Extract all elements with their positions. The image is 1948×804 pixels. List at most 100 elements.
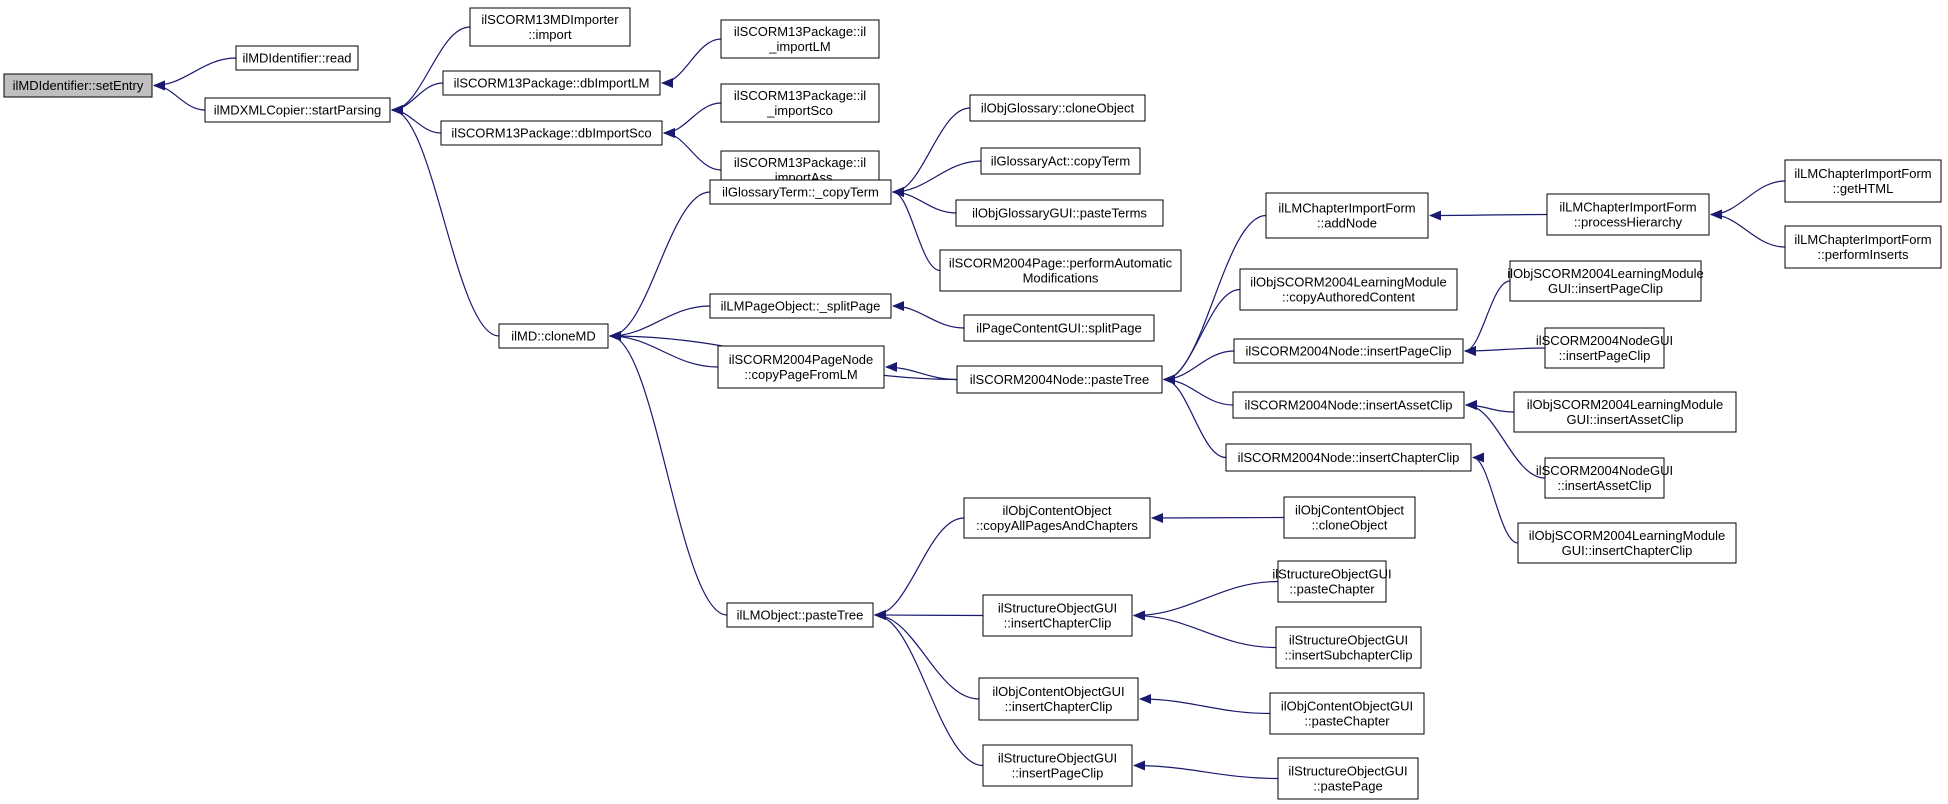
graph-node[interactable]: ilStructureObjectGUI::insertSubchapterCl… (1275, 626, 1422, 669)
graph-node[interactable]: ilSCORM2004Page::performAutomaticModific… (939, 249, 1182, 292)
edge-n19-to-n12 (885, 362, 958, 381)
edge-n32-to-n22 (1139, 694, 1271, 715)
graph-node[interactable]: ilMD::cloneMD (498, 323, 609, 349)
graph-node[interactable]: ilObjContentObjectGUI::insertChapterClip (978, 677, 1139, 721)
graph-node[interactable]: ilLMChapterImportForm::getHTML (1784, 159, 1942, 203)
graph-node[interactable]: ilLMChapterImportForm::addNode (1265, 192, 1429, 239)
graph-node[interactable]: ilMDIdentifier::setEntry (3, 73, 153, 98)
node-label: ilObjContentObjectGUI (1281, 699, 1413, 714)
graph-node[interactable]: ilLMObject::pasteTree (726, 602, 874, 628)
node-box (1269, 692, 1425, 735)
edge-n39-to-n28 (1472, 452, 1519, 544)
graph-node[interactable]: ilLMPageObject::_splitPage (709, 293, 892, 319)
node-label: ilPageContentGUI::splitPage (976, 321, 1141, 336)
node-box (1277, 560, 1387, 603)
graph-node[interactable]: ilSCORM2004Node::insertPageClip (1233, 338, 1464, 364)
edge-n20-to-n13 (874, 517, 965, 620)
graph-node[interactable]: ilStructureObjectGUI::insertPageClip (982, 744, 1133, 787)
edge-n11-to-n9 (609, 305, 711, 341)
graph-node[interactable]: ilGlossaryAct::copyTerm (980, 147, 1141, 175)
node-box (204, 97, 391, 123)
node-box (1784, 159, 1942, 203)
node-label: ilMDIdentifier::setEntry (13, 78, 144, 93)
graph-node[interactable]: ilObjGlossary::cloneObject (969, 94, 1146, 122)
graph-node[interactable]: ilSCORM13Package::dbImportSco (440, 120, 663, 146)
graph-node[interactable]: ilObjSCORM2004LearningModuleGUI::insertA… (1513, 391, 1737, 433)
node-label: ::insertSubchapterClip (1285, 648, 1413, 663)
graph-node[interactable]: ilSCORM2004NodeGUI::insertPageClip (1536, 327, 1673, 369)
node-box (726, 602, 874, 628)
node-label: ilLMChapterImportForm (1559, 200, 1696, 215)
node-label: ilGlossaryTerm::_copyTerm (722, 185, 879, 200)
graph-node[interactable]: ilSCORM2004PageNode::copyPageFromLM (717, 345, 885, 389)
graph-node[interactable]: ilObjContentObjectGUI::pasteChapter (1269, 692, 1425, 735)
graph-node[interactable]: ilStructureObjectGUI::pastePage (1277, 757, 1419, 800)
edge-n13-to-n9 (609, 331, 728, 616)
node-label: ilObjContentObjectGUI (992, 684, 1124, 699)
graph-node[interactable]: ilSCORM13MDImporter::import (469, 7, 631, 47)
node-label: ilLMChapterImportForm (1278, 201, 1415, 216)
node-label: ::insertChapterClip (1005, 699, 1113, 714)
graph-node[interactable]: ilSCORM2004NodeGUI::insertAssetClip (1536, 457, 1673, 499)
graph-node[interactable]: ilPageContentGUI::splitPage (963, 314, 1155, 342)
node-label: ::pasteChapter (1289, 582, 1375, 597)
graph-node[interactable]: ilMDIdentifier::read (235, 45, 359, 71)
edge-n34-to-n24 (1429, 210, 1548, 221)
edge-n4-to-n2 (391, 82, 444, 115)
graph-node[interactable]: ilObjGlossaryGUI::pasteTerms (955, 199, 1164, 227)
node-label: ilSCORM13Package::dbImportSco (451, 126, 651, 141)
root-node-box (3, 73, 153, 98)
graph-node[interactable]: ilObjContentObject::copyAllPagesAndChapt… (963, 497, 1151, 539)
node-label: ilLMPageObject::_splitPage (721, 299, 881, 314)
graph-node[interactable]: ilStructureObjectGUI::insertChapterClip (982, 594, 1133, 637)
node-label: Modifications (1023, 271, 1099, 286)
graph-node[interactable]: ilSCORM2004Node::insertChapterClip (1225, 443, 1472, 472)
graph-node[interactable]: ilStructureObjectGUI::pasteChapter (1272, 560, 1392, 603)
edge-n33-to-n23 (1133, 760, 1279, 780)
edge-n15-to-n10 (892, 160, 982, 197)
edge-n6-to-n4 (661, 38, 722, 88)
edge-n5-to-n2 (391, 105, 442, 134)
graph-node[interactable]: ilSCORM13Package::dbImportLM (442, 70, 661, 96)
graph-node[interactable]: ilLMChapterImportForm::processHierarchy (1546, 193, 1710, 236)
graph-node[interactable]: ilObjSCORM2004LearningModuleGUI::insertP… (1507, 260, 1704, 302)
node-box (1225, 443, 1472, 472)
node-label: ilStructureObjectGUI (998, 601, 1117, 616)
graph-node[interactable]: ilObjContentObject::cloneObject (1283, 496, 1416, 539)
node-box (720, 19, 880, 59)
node-box (709, 293, 892, 319)
node-label: ilLMObject::pasteTree (737, 608, 864, 623)
graph-node[interactable]: ilSCORM13Package::il_importLM (720, 19, 880, 59)
node-box (717, 345, 885, 389)
node-label: ::getHTML (1833, 181, 1894, 196)
node-label: ::insertChapterClip (1004, 616, 1112, 631)
node-box (709, 179, 892, 205)
node-label: ilSCORM13MDImporter (481, 12, 619, 27)
edge-n36-to-n26 (1464, 345, 1546, 356)
node-box (1277, 757, 1419, 800)
graph-node[interactable]: ilMDXMLCopier::startParsing (204, 97, 391, 123)
node-box (469, 7, 631, 47)
graph-node[interactable]: ilLMChapterImportForm::performInserts (1784, 225, 1942, 269)
graph-node[interactable]: ilSCORM2004Node::pasteTree (956, 365, 1163, 394)
edge-n29-to-n20 (1151, 512, 1285, 523)
node-label: ::copyPageFromLM (744, 367, 857, 382)
node-box (1232, 391, 1465, 419)
graph-node[interactable]: ilSCORM2004Node::insertAssetClip (1232, 391, 1465, 419)
edge-n31-to-n21 (1133, 610, 1277, 649)
node-box (1509, 260, 1702, 302)
node-label: _importLM (768, 39, 830, 54)
node-box (1544, 327, 1665, 369)
edge-n22-to-n13 (874, 610, 980, 700)
node-label: ilSCORM13Package::dbImportLM (454, 76, 650, 91)
node-label: ilSCORM2004Node::insertAssetClip (1244, 398, 1452, 413)
graph-node[interactable]: ilObjSCORM2004LearningModule::copyAuthor… (1239, 268, 1458, 311)
graph-node[interactable]: ilSCORM13Package::il_importSco (720, 83, 880, 123)
graph-node[interactable]: ilObjSCORM2004LearningModuleGUI::insertC… (1517, 522, 1737, 564)
node-box (982, 594, 1133, 637)
node-label: GUI::insertAssetClip (1566, 412, 1683, 427)
node-label: ilSCORM2004Node::insertPageClip (1246, 344, 1452, 359)
edge-n27-to-n19 (1163, 374, 1234, 406)
graph-node[interactable]: ilGlossaryTerm::_copyTerm (709, 179, 892, 205)
